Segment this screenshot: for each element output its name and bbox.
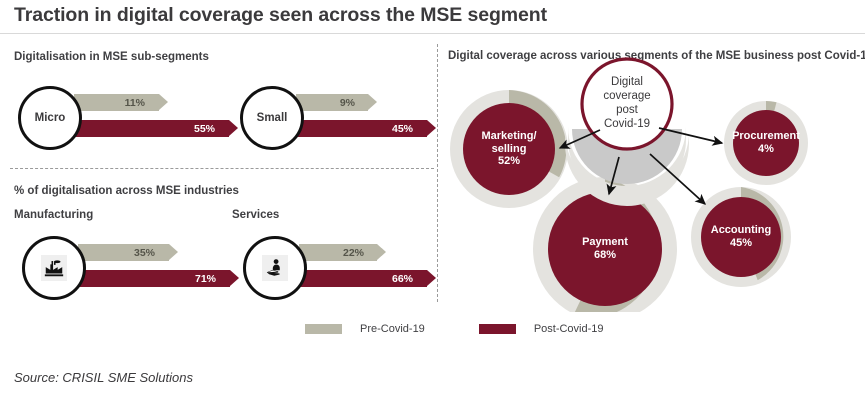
bar-group-services: 22% 66%	[243, 236, 436, 302]
section-heading-sub-segments: Digitalisation in MSE sub-segments	[14, 51, 209, 63]
panel-heading-digital-coverage: Digital coverage across various segments…	[448, 50, 865, 62]
segment-circle-label: Micro	[34, 112, 66, 124]
arrow-to-accounting	[649, 153, 707, 205]
center-node-circle	[580, 57, 674, 151]
bar-small-pre-covid: 9%	[296, 94, 377, 111]
bar-services-pre-covid: 22%	[299, 244, 386, 261]
legend-label-post-covid: Post-Covid-19	[533, 323, 604, 335]
bubble-diagram: Digital coverage post Covid-19 Marketing…	[437, 44, 865, 321]
chevron-tip	[427, 120, 436, 136]
bubble-accounting	[691, 187, 791, 287]
segment-circle-label: Small	[256, 112, 288, 124]
bar-group-micro: 11% 55% Micro	[18, 86, 238, 152]
bar-value: 71%	[194, 272, 216, 285]
center-node-line: Digital	[611, 76, 643, 88]
bar-micro-pre-covid: 11%	[74, 94, 168, 111]
bar-value: 66%	[391, 272, 413, 285]
center-node-line: Covid-19	[603, 118, 651, 130]
industry-label-services: Services	[232, 209, 280, 221]
legend-swatch-pre-covid	[305, 324, 342, 334]
center-node-line: coverage	[603, 90, 651, 102]
section-heading-industries: % of digitalisation across MSE industrie…	[14, 185, 239, 197]
bubble-procurement	[724, 100, 808, 185]
vertical-dashed-divider	[437, 44, 438, 302]
chevron-tip	[368, 94, 377, 110]
page-title: Traction in digital coverage seen across…	[14, 4, 547, 26]
bar-value: 22%	[342, 246, 364, 259]
chevron-tip	[169, 244, 178, 260]
arrow-to-marketing	[558, 129, 601, 149]
bar-value: 35%	[133, 246, 155, 259]
center-node-backing-arc	[565, 127, 689, 206]
arrow-to-payment	[606, 156, 620, 196]
bar-value: 45%	[391, 122, 413, 135]
source-note: Source: CRISIL SME Solutions	[14, 370, 193, 385]
arrow-to-procurement	[658, 127, 724, 146]
legend-swatch-post-covid	[478, 324, 516, 334]
legend-item-post-covid: Post-Covid-19	[478, 323, 604, 335]
chevron-tip	[159, 94, 168, 110]
bubble-marketing-selling	[450, 90, 568, 208]
bubble-diagram-svg	[450, 57, 808, 321]
legend: Pre-Covid-19 Post-Covid-19	[305, 323, 658, 335]
chevron-tip	[377, 244, 386, 260]
bar-value: 9%	[339, 96, 355, 109]
chevron-tip	[427, 270, 436, 286]
segment-circle-small: Small	[240, 86, 304, 150]
bar-manufacturing-post-covid: 71%	[78, 270, 239, 287]
chevron-tip	[229, 120, 238, 136]
segment-circle-micro: Micro	[18, 86, 82, 150]
bar-services-post-covid: 66%	[299, 270, 436, 287]
legend-label-pre-covid: Pre-Covid-19	[360, 323, 425, 335]
bar-small-post-covid: 45%	[296, 120, 436, 137]
factory-icon	[41, 255, 67, 281]
bar-group-manufacturing: 35% 71%	[22, 236, 239, 302]
center-node-label: Digital coverage post Covid-19	[577, 75, 677, 131]
title-divider	[0, 33, 865, 34]
bar-group-small: 9% 45% Small	[240, 86, 436, 152]
industry-label-manufacturing: Manufacturing	[14, 209, 94, 221]
industry-circle-manufacturing	[22, 236, 86, 300]
bubble-payment	[533, 177, 677, 321]
center-node-line: post	[616, 104, 638, 116]
horizontal-dashed-divider	[10, 168, 434, 169]
chevron-tip	[230, 270, 239, 286]
bar-value: 55%	[193, 122, 215, 135]
service-handshake-icon	[262, 255, 288, 281]
bar-manufacturing-pre-covid: 35%	[78, 244, 178, 261]
legend-item-pre-covid: Pre-Covid-19	[305, 323, 425, 335]
bar-micro-post-covid: 55%	[74, 120, 238, 137]
bar-value: 11%	[124, 96, 145, 109]
industry-circle-services	[243, 236, 307, 300]
